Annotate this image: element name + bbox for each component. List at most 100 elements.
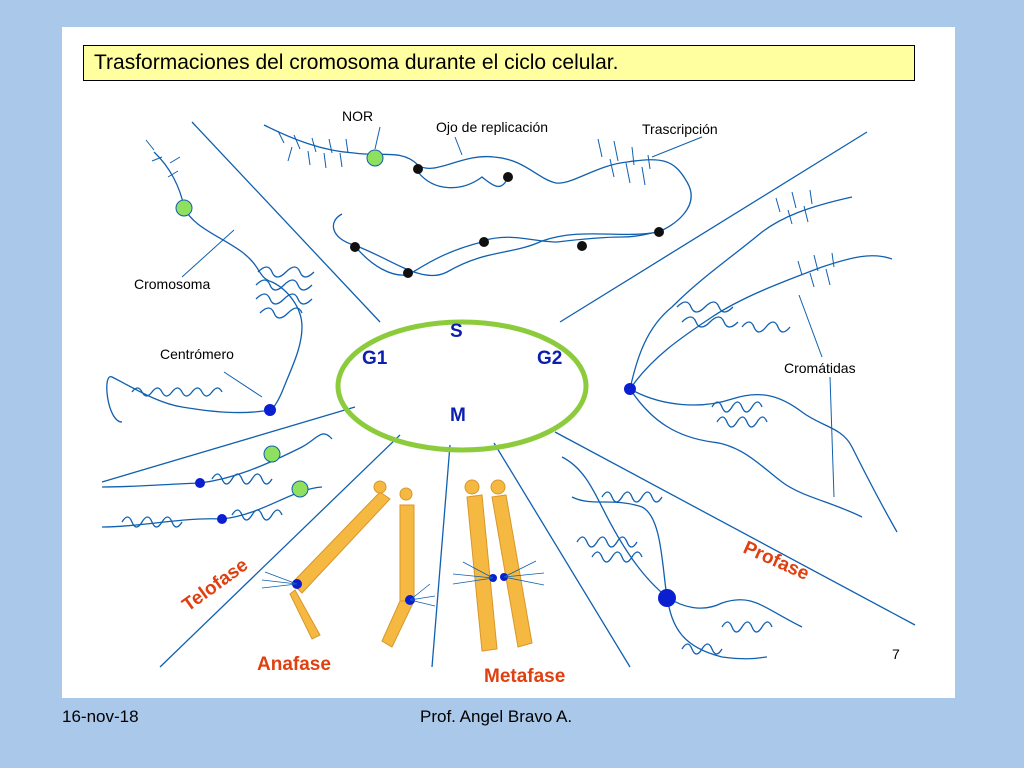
bristle-group: [797, 252, 835, 288]
replication-eye-loop: [353, 241, 483, 276]
anaphase-chromosomes: [289, 480, 415, 648]
coil: [255, 266, 315, 319]
title-text: Trasformaciones del cromosoma durante el…: [94, 51, 619, 74]
phase-metaphase: Metafase: [484, 666, 565, 687]
chromatids-pointer: [829, 376, 835, 498]
coil: [711, 401, 768, 428]
chromosome-tip: [373, 480, 387, 494]
divider-line: [191, 121, 381, 323]
replication-eye-loop: [417, 171, 509, 189]
transcription-bristles: [145, 130, 835, 288]
chromatid-strand: [629, 255, 893, 390]
stage-g1: G1: [362, 348, 388, 369]
fork-dot: [350, 242, 360, 252]
centromere-dot: [264, 404, 276, 416]
chromatids-pointer: [798, 294, 823, 358]
divider-line: [159, 434, 401, 668]
spindle-fibers: [452, 560, 545, 586]
footer-date: 16-nov-18: [62, 707, 139, 726]
fork-dot: [403, 268, 413, 278]
label-replication-eye: Ojo de replicación: [436, 119, 548, 135]
chromosome-tip: [399, 487, 413, 501]
coil: [676, 301, 791, 333]
coil: [681, 621, 773, 655]
replication-eye-loop: [481, 231, 659, 243]
chromatin-strand: [101, 433, 333, 488]
label-chromatids: Cromátidas: [784, 360, 856, 376]
chromatin-strand: [101, 486, 323, 528]
fork-dot: [654, 227, 664, 237]
bristle-group: [597, 138, 651, 186]
chromosome-arm: [381, 600, 415, 648]
nor-marker: [366, 149, 384, 167]
label-centromere: Centrómero: [160, 346, 234, 362]
bristle-group: [775, 189, 813, 225]
chromatid-strand: [629, 196, 853, 390]
divider-line: [493, 442, 631, 668]
chromatid: [491, 494, 533, 648]
footer-author: Prof. Angel Bravo A.: [420, 707, 573, 726]
phase-telophase: Telofase: [179, 555, 253, 616]
spindle-fibers: [261, 571, 436, 607]
g2-chromatin: [629, 196, 898, 533]
chromatin-strand: [106, 376, 271, 423]
chromosome-tip: [490, 479, 506, 495]
chromatid: [466, 494, 498, 652]
chromosome-arm: [399, 504, 415, 602]
chromosome-arm: [289, 589, 321, 640]
page-number: 7: [892, 646, 900, 662]
stage-s: S: [450, 321, 463, 342]
centromere-dot: [658, 589, 676, 607]
s-phase-chromatin: [263, 124, 692, 277]
label-chromosome: Cromosoma: [134, 276, 210, 292]
fork-dot: [503, 172, 513, 182]
centromere-dot: [195, 478, 205, 488]
metaphase-chromosome: [464, 479, 533, 652]
replication-forks: [350, 164, 664, 278]
sector-dividers: [101, 121, 916, 668]
title-box: Trasformaciones del cromosoma durante el…: [83, 45, 915, 81]
pointer-lines: [181, 126, 835, 498]
nor-pointer: [374, 126, 381, 150]
centromere-pointer: [223, 371, 263, 398]
nor-marker-telophase: [291, 480, 309, 498]
phase-anaphase: Anafase: [257, 654, 331, 675]
divider-line: [101, 406, 356, 483]
coil: [131, 387, 223, 397]
stage-g2: G2: [537, 348, 562, 369]
coil: [121, 509, 283, 528]
chromatid-strand: [629, 388, 898, 533]
coil: [601, 491, 663, 503]
bristle-group: [145, 139, 181, 178]
transcription-pointer: [651, 136, 703, 158]
coil: [211, 473, 273, 485]
chromatin-strand: [571, 496, 768, 660]
nor-marker-g1: [175, 199, 193, 217]
chromatid-strand: [629, 388, 863, 518]
fiber-group: [261, 571, 436, 607]
chromosome-arm: [291, 491, 391, 594]
chromosome-pointer: [181, 229, 235, 278]
fork-dot: [479, 237, 489, 247]
phase-prophase: Profase: [740, 537, 812, 585]
label-transcription: Trascripción: [642, 121, 718, 137]
label-nor: NOR: [342, 108, 373, 124]
bristle-group: [277, 130, 349, 169]
divider-line: [559, 131, 868, 323]
cell-cycle-diagram: S G1 G2 M: [101, 108, 916, 687]
stage-m: M: [450, 405, 466, 426]
fork-dot: [413, 164, 423, 174]
centromere-dot: [217, 514, 227, 524]
fiber-group: [452, 560, 545, 586]
coil: [576, 536, 643, 563]
fork-dot: [577, 241, 587, 251]
nor-marker-telophase: [263, 445, 281, 463]
cycle-ring: [335, 319, 589, 453]
divider-line: [431, 444, 451, 668]
chromosome-tip: [464, 479, 480, 495]
chromatin-strand: [561, 456, 803, 628]
chromatin-strand: [263, 124, 692, 277]
centromere-dot: [624, 383, 636, 395]
divider-line: [554, 431, 916, 626]
eye-pointer: [454, 136, 463, 156]
